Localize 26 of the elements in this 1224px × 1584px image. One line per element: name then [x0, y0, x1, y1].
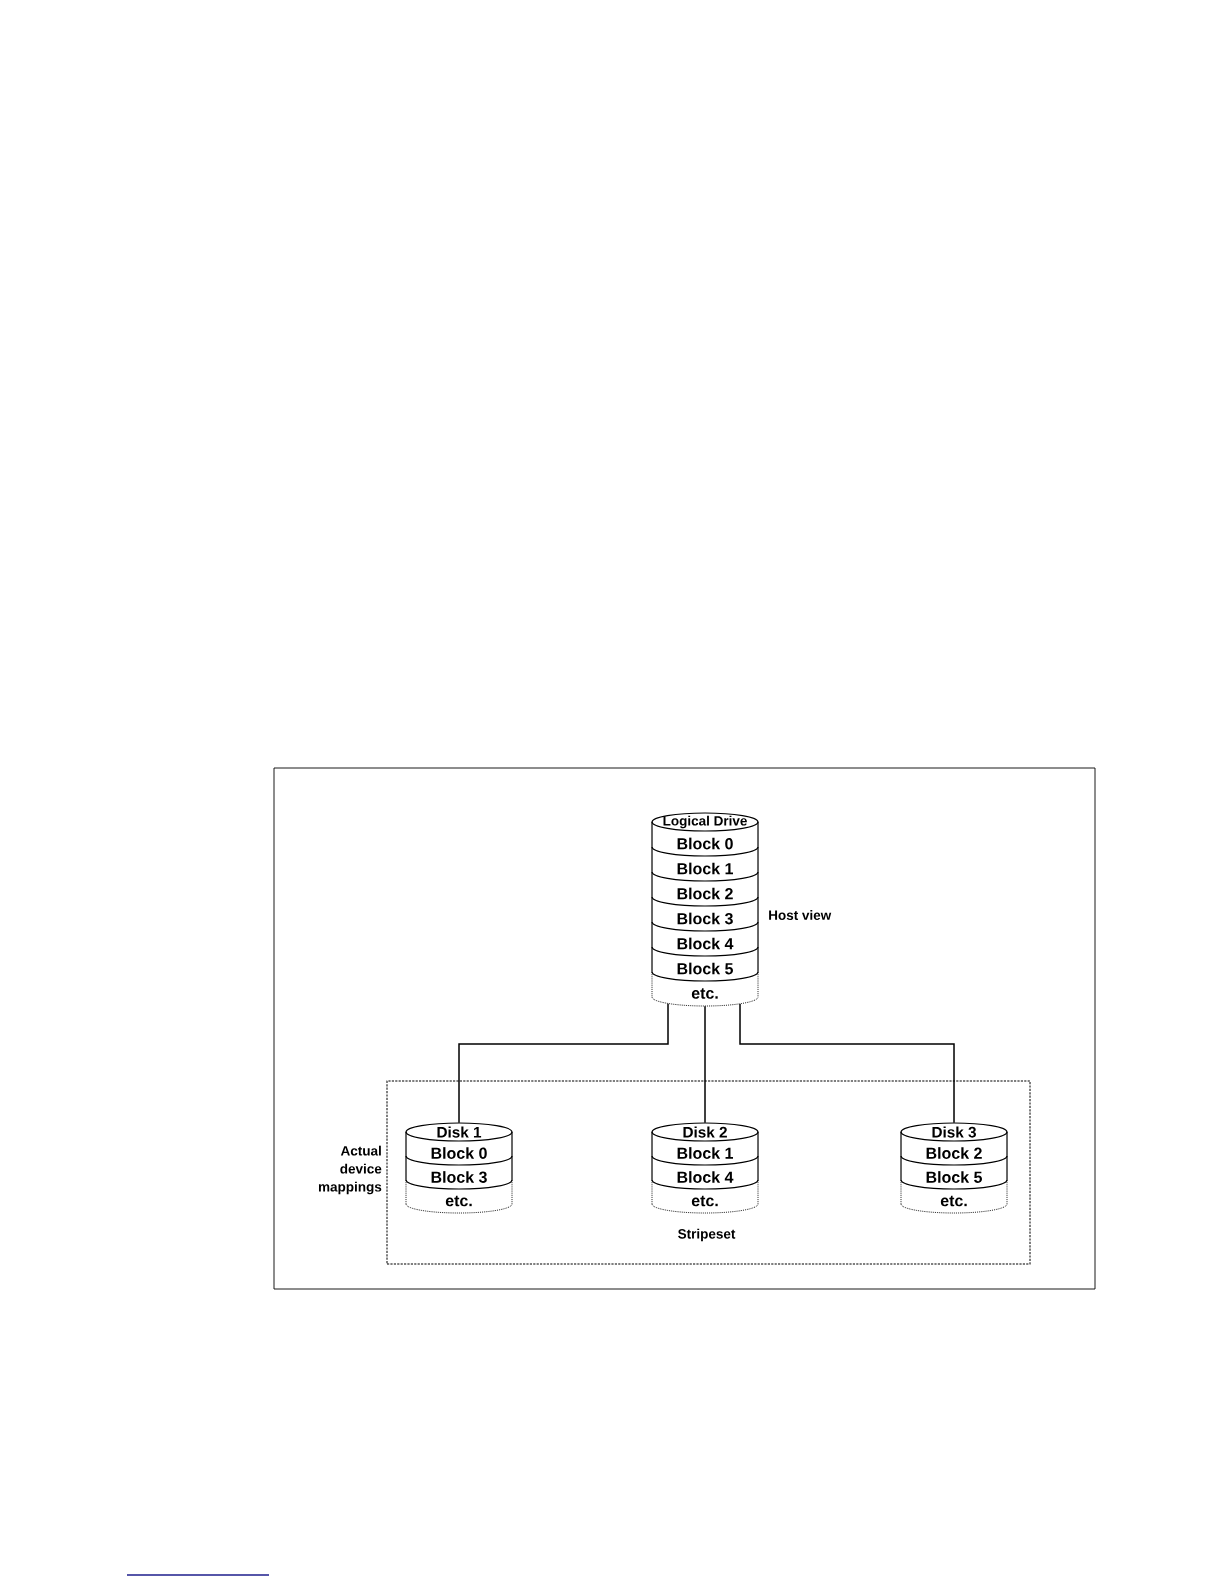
cylinder-label: Disk 3 [932, 1126, 976, 1138]
band-label: Block 3 [431, 1171, 487, 1183]
band-label: Block 0 [431, 1147, 487, 1159]
cylinder-label: Logical Drive [663, 815, 747, 829]
band-label: Block 2 [926, 1147, 982, 1159]
band-label: Block 5 [926, 1171, 982, 1183]
band-label: etc. [691, 988, 718, 999]
band-label: Block 2 [677, 887, 733, 900]
side-label: Actual device mappings [318, 1145, 382, 1195]
cylinder-label: Disk 1 [437, 1126, 482, 1138]
band-label: etc. [445, 1195, 472, 1207]
band-label: etc. [940, 1195, 967, 1207]
band-label: Block 0 [677, 837, 733, 850]
band-label: Block 4 [677, 1171, 734, 1183]
connector [739, 1003, 955, 1124]
band-label: Block 1 [677, 1147, 733, 1159]
connector [704, 1005, 706, 1124]
band-label: Block 1 [677, 862, 733, 875]
connector [458, 1002, 669, 1124]
band-label: Block 5 [677, 962, 733, 975]
band-label: Block 3 [677, 912, 733, 925]
side-label: Host view [769, 910, 832, 920]
band-label: etc. [691, 1195, 718, 1207]
cylinder-label: Disk 2 [683, 1126, 727, 1138]
group-label: Stripeset [678, 1228, 736, 1242]
band-label: Block 4 [677, 937, 734, 950]
